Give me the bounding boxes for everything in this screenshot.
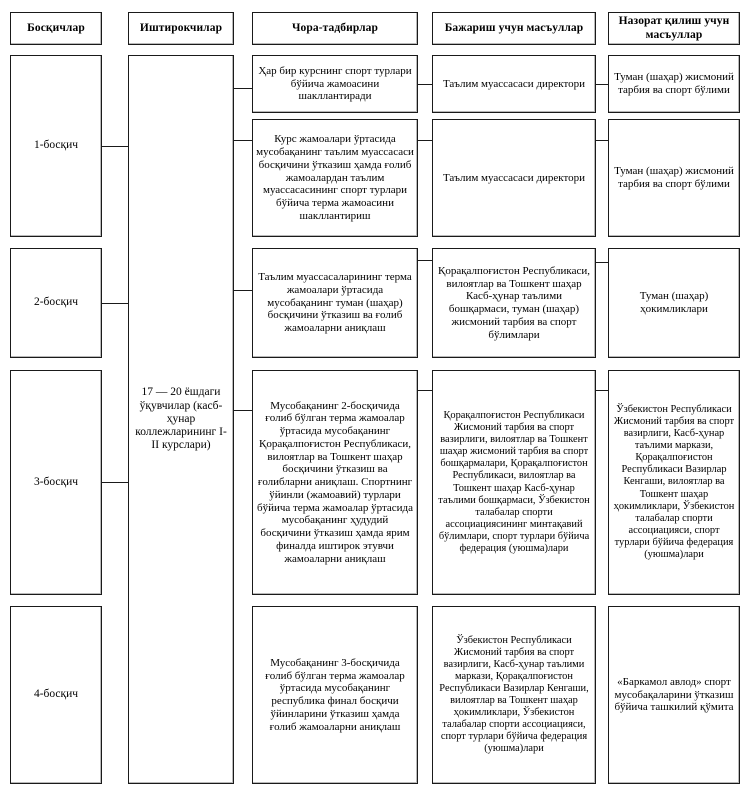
stage-box-1: 1-босқич	[10, 55, 102, 237]
controller-box-5: «Баркамол авлод» спорт мусобақаларини ўт…	[608, 606, 740, 784]
connector-participants-measure-3	[234, 290, 252, 291]
measure-box-2: Курс жамоалари ўртасида мусобақанинг таъ…	[252, 119, 418, 237]
measure-box-1: Ҳар бир курснинг спорт турлари бўйича жа…	[252, 55, 418, 113]
header-cell-stages: Босқичлар	[10, 12, 102, 45]
executor-text-1: Таълим муассасаси директори	[442, 77, 586, 90]
stage-label-1: 1-босқич	[33, 139, 79, 152]
executor-box-4: Қорақалпоғистон Республикаси Жисмоний та…	[432, 370, 596, 595]
executor-text-5: Ўзбекистон Республикаси Жисмоний тарбия …	[439, 634, 589, 755]
connector-measure1-executor1	[418, 84, 432, 85]
executor-box-1: Таълим муассасаси директори	[432, 55, 596, 113]
stage-box-4: 4-босқич	[10, 606, 102, 784]
participants-label: 17 — 20 ёшдаги ўқувчилар (касб-ҳунар кол…	[135, 386, 227, 452]
connector-measure4-executor4	[418, 390, 432, 391]
connector-executor3-controller3	[596, 262, 608, 263]
connector-executor2-controller2	[596, 140, 608, 141]
executor-box-3: Қорақалпоғистон Республикаси, вилоятлар …	[432, 248, 596, 358]
header-cell-executors: Бажариш учун масъуллар	[432, 12, 596, 45]
executor-box-2: Таълим муассасаси директори	[432, 119, 596, 237]
measure-text-2: Курс жамоалари ўртасида мусобақанинг таъ…	[256, 133, 414, 222]
connector-measure3-executor3	[418, 260, 432, 261]
controller-text-3: Туман (шаҳар) ҳокимликлари	[639, 290, 709, 315]
header-label-executors: Бажариш учун масъуллар	[444, 21, 584, 34]
header-cell-controllers: Назорат қилиш учун масъуллар	[608, 12, 740, 45]
measure-box-5: Мусобақанинг 3-босқичида ғолиб бўлган те…	[252, 606, 418, 784]
executor-text-2: Таълим муассасаси директори	[442, 171, 586, 184]
controller-box-2: Туман (шаҳар) жисмоний тарбия ва спорт б…	[608, 119, 740, 237]
connector-participants-measure-4	[234, 410, 252, 411]
stage-box-3: 3-босқич	[10, 370, 102, 595]
header-label-participants: Иштирокчилар	[139, 21, 223, 34]
executor-text-3: Қорақалпоғистон Республикаси, вилоятлар …	[437, 264, 591, 341]
header-cell-participants: Иштирокчилар	[128, 12, 234, 45]
participants-box: 17 — 20 ёшдаги ўқувчилар (касб-ҳунар кол…	[128, 55, 234, 784]
executor-box-5: Ўзбекистон Республикаси Жисмоний тарбия …	[432, 606, 596, 784]
stage-box-2: 2-босқич	[10, 248, 102, 358]
stage-label-2: 2-босқич	[33, 296, 79, 309]
controller-text-5: «Баркамол авлод» спорт мусобақаларини ўт…	[614, 675, 734, 714]
connector-measure2-executor2	[418, 140, 432, 141]
measure-text-5: Мусобақанинг 3-босқичида ғолиб бўлган те…	[265, 656, 405, 733]
executor-text-4: Қорақалпоғистон Республикаси Жисмоний та…	[438, 410, 590, 554]
stage-label-4: 4-босқич	[33, 688, 79, 701]
connector-executor1-controller1	[596, 84, 608, 85]
stage-label-3: 3-босқич	[33, 475, 79, 488]
header-cell-measures: Чора-тадбирлар	[252, 12, 418, 45]
connector-participants-measure-1	[234, 88, 252, 89]
measure-text-1: Ҳар бир курснинг спорт турлари бўйича жа…	[258, 64, 412, 103]
connector-stage2-participants	[102, 303, 128, 304]
connector-stage1-participants	[102, 146, 128, 147]
controller-text-4: Ўзбекистон Республикаси Жисмоний тарбия …	[613, 404, 735, 560]
connector-participants-measure-2	[234, 140, 252, 141]
header-label-stages: Босқичлар	[27, 21, 85, 34]
controller-text-1: Туман (шаҳар) жисмоний тарбия ва спорт б…	[614, 71, 734, 96]
controller-box-1: Туман (шаҳар) жисмоний тарбия ва спорт б…	[608, 55, 740, 113]
measure-box-4: Мусобақанинг 2-босқичида ғолиб бўлган те…	[252, 370, 418, 595]
controller-text-2: Туман (шаҳар) жисмоний тарбия ва спорт б…	[614, 165, 734, 190]
measure-text-3: Таълим муассасаларининг терма жамоалари …	[258, 271, 412, 335]
header-label-controllers: Назорат қилиш учун масъуллар	[618, 15, 730, 41]
controller-box-4: Ўзбекистон Республикаси Жисмоний тарбия …	[608, 370, 740, 595]
measure-box-3: Таълим муассасаларининг терма жамоалари …	[252, 248, 418, 358]
measure-text-4: Мусобақанинг 2-босқичида ғолиб бўлган те…	[256, 399, 414, 565]
connector-stage3-participants	[102, 482, 128, 483]
connector-executor4-controller4	[596, 390, 608, 391]
controller-box-3: Туман (шаҳар) ҳокимликлари	[608, 248, 740, 358]
header-label-measures: Чора-тадбирлар	[291, 21, 378, 34]
